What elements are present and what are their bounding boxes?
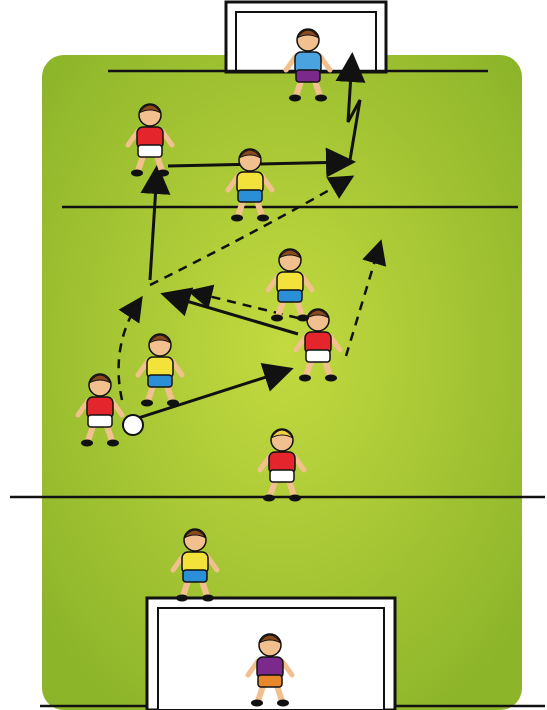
ball bbox=[123, 415, 143, 435]
